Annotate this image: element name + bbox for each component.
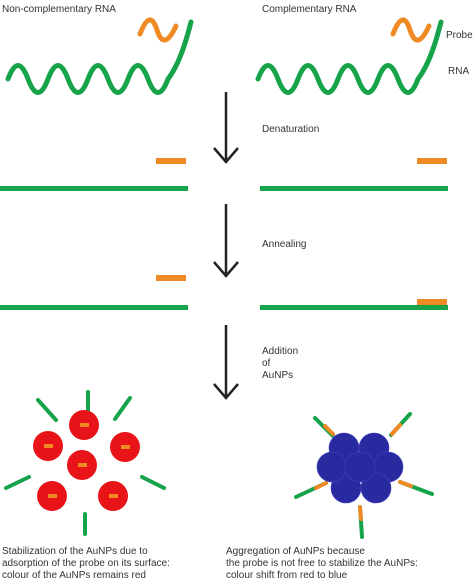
- rna-linear-left-2: [0, 305, 188, 310]
- blue-nanoparticles: [316, 432, 404, 504]
- rna-strand-noncomplementary: [5, 19, 194, 95]
- aunp-aggregate-group: [294, 412, 434, 539]
- hybrid-strands: [294, 412, 434, 539]
- aunp-blue-7: [344, 451, 376, 483]
- probe-free-complementary: [390, 17, 432, 43]
- step-addition-line-3: AuNPs: [262, 370, 294, 381]
- step-addition-line-1: Addition: [262, 346, 299, 357]
- adsorbed-probes: [44, 423, 130, 498]
- probe-free-noncomplementary: [137, 17, 179, 43]
- probe-denatured-right: [417, 158, 447, 164]
- label-complementary-rna: Complementary RNA: [262, 4, 357, 15]
- aunp-dispersed-group: [4, 390, 166, 536]
- step-annealing: Annealing: [262, 239, 307, 250]
- caption-left-line-3: colour of the AuNPs remains red: [2, 570, 146, 581]
- rna-strand-complementary: [255, 19, 444, 95]
- caption-left-line-2: adsorption of the probe on its surface:: [2, 558, 170, 569]
- rna-linear-left-1: [0, 186, 188, 191]
- label-probe: Probe: [446, 30, 473, 41]
- label-rna: RNA: [448, 66, 470, 77]
- label-non-complementary-rna: Non-complementary RNA: [2, 4, 116, 15]
- probe-hybridized-right: [417, 299, 447, 305]
- caption-right-line-1: Aggregation of AuNPs because: [226, 546, 365, 557]
- arrow-down-1: [213, 92, 239, 164]
- arrow-down-3: [213, 325, 239, 400]
- caption-right-line-2: the probe is not free to stabilize the A…: [226, 558, 418, 569]
- caption-left-line-1: Stabilization of the AuNPs due to: [2, 546, 148, 557]
- step-denaturation: Denaturation: [262, 124, 320, 135]
- probe-denatured-left: [156, 158, 186, 164]
- caption-right-line-3: colour shift from red to blue: [226, 570, 348, 581]
- aunp-blue-6: [316, 451, 348, 483]
- step-addition-line-2: of: [262, 358, 271, 369]
- rna-linear-right-1: [260, 186, 448, 191]
- rna-linear-right-2: [260, 305, 448, 310]
- free-probe-strands: [4, 390, 166, 536]
- arrow-down-2: [213, 204, 239, 278]
- probe-annealing-left: [156, 275, 186, 281]
